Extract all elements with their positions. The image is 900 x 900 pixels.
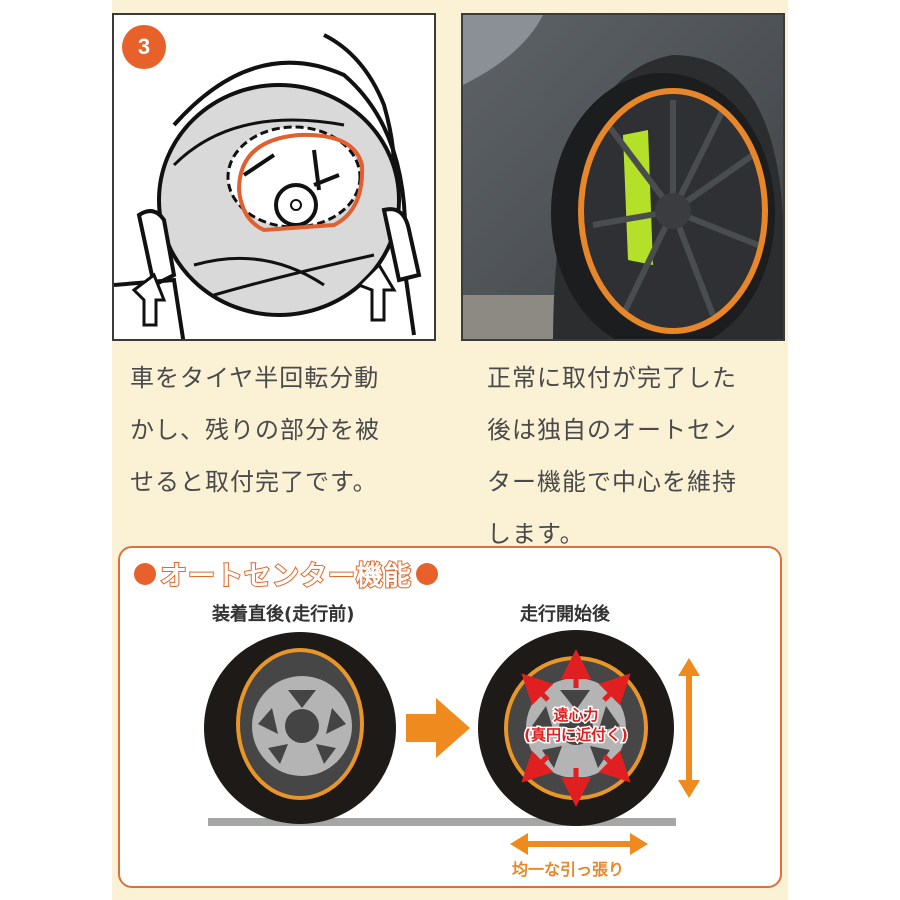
description-line: 正常に取付が完了した <box>487 364 737 392</box>
horizontal-double-arrow-icon <box>510 833 648 855</box>
feature-title-text: オートセンター機能 <box>159 560 412 593</box>
before-driving-label: 装着直後(走行前) <box>212 604 355 625</box>
tire-sock-illustration <box>114 33 422 339</box>
centrifugal-arrows-icon <box>521 649 631 807</box>
description-line: 車をタイヤ半回転分動 <box>130 364 380 392</box>
auto-center-diagram: 遠心力 (真円に近付く) <box>204 630 700 855</box>
feature-title: オートセンター機能 <box>134 554 438 593</box>
wheel-before-icon <box>204 632 396 824</box>
step-illustration: 3 <box>112 13 436 341</box>
description-line: 後は独自のオートセン <box>487 416 737 444</box>
centrifugal-label: 遠心力 <box>553 706 598 724</box>
auto-center-feature-box: オートセンター機能 装着直後(走行前) 走行開始後 <box>118 546 782 888</box>
description-line: かし、残りの部分を被 <box>130 416 380 444</box>
wheel-after-icon: 遠心力 (真円に近付く) <box>478 630 674 826</box>
installed-photo <box>461 13 785 341</box>
description-line: ター機能で中心を維持 <box>487 468 737 496</box>
description-line: します。 <box>487 520 585 548</box>
ground-line <box>208 818 676 826</box>
car-wheel-photo <box>463 15 783 339</box>
step-number-badge: 3 <box>122 25 166 69</box>
bullet-dot-icon <box>416 562 438 585</box>
uniform-tension-label: 均一な引っ張り <box>512 860 625 879</box>
centrifugal-sublabel: (真円に近付く) <box>524 726 628 744</box>
vertical-double-arrow-icon <box>678 658 700 798</box>
description-line: せると取付完了です。 <box>130 468 378 496</box>
step-description-left: 車をタイヤ半回転分動 かし、残りの部分を被 せると取付完了です。 <box>130 352 430 508</box>
after-driving-label: 走行開始後 <box>520 604 610 625</box>
step-description-right: 正常に取付が完了した 後は独自のオートセン ター機能で中心を維持 します。 <box>487 352 787 560</box>
transition-arrow-icon <box>406 698 470 758</box>
bullet-dot-icon <box>134 562 156 585</box>
